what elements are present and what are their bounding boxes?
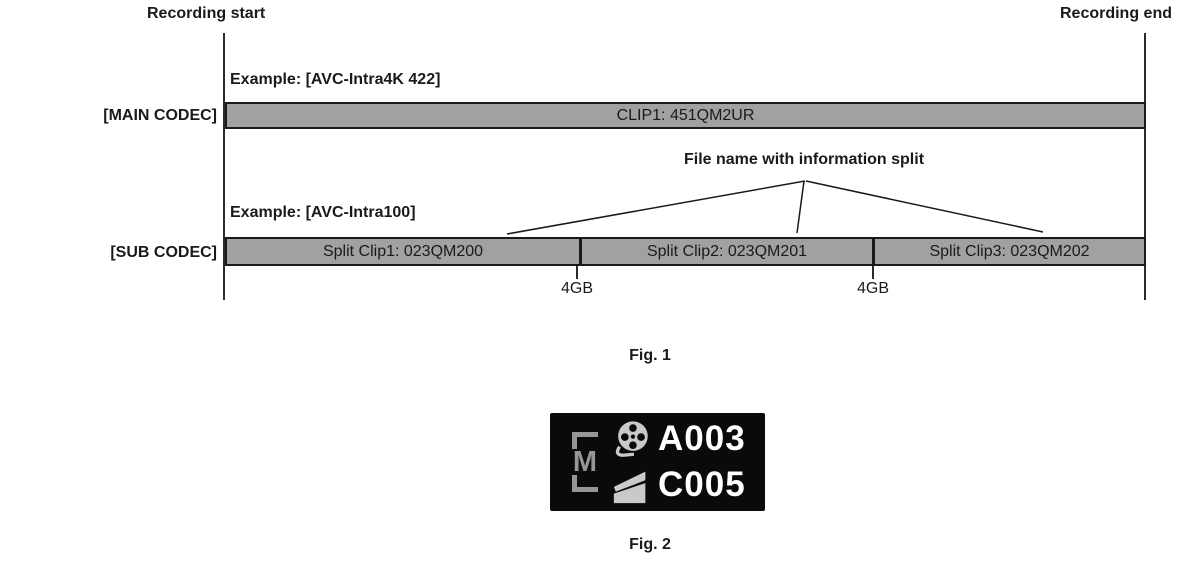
recording-start-line <box>223 33 225 300</box>
split-clip-cell: Split Clip2: 023QM201 <box>579 239 875 264</box>
size-label: 4GB <box>856 280 889 297</box>
split-clip-cell: Split Clip3: 023QM202 <box>929 242 1090 260</box>
clapper-number-row: C005 <box>611 464 746 506</box>
recording-end-label: Recording end <box>1059 5 1172 22</box>
callout-pointer-lines <box>506 180 1044 235</box>
main-codec-bar: CLIP1: 451QM2UR <box>225 102 1146 129</box>
main-codec-example-label: Example: [AVC-Intra4K 422] <box>230 71 441 88</box>
clapperboard-icon <box>613 471 646 504</box>
fig1-caption: Fig. 1 <box>629 347 671 364</box>
memory-slot-indicator: M <box>562 432 608 492</box>
recording-start-label: Recording start <box>147 5 266 22</box>
reel-clip-number: A003 <box>658 419 746 458</box>
bracket-top-icon <box>572 432 598 449</box>
sub-codec-bar: Split Clip1: 023QM200 Split Clip2: 023QM… <box>225 237 1146 266</box>
fig2-caption: Fig. 2 <box>629 536 671 553</box>
split-clip-cell: Split Clip1: 023QM200 <box>322 242 484 260</box>
film-reel-icon <box>615 421 648 457</box>
clapper-clip-number: C005 <box>658 465 746 504</box>
recording-end-line <box>1144 33 1146 300</box>
camera-display: M A003 <box>550 413 765 511</box>
split-callout-label: File name with information split <box>684 151 925 168</box>
bracket-bottom-icon <box>572 475 598 492</box>
main-clip-name: CLIP1: 451QM2UR <box>616 106 755 124</box>
main-codec-row-label: [MAIN CODEC] <box>103 107 217 124</box>
reel-number-row: A003 <box>611 418 746 460</box>
sub-codec-row-label: [SUB CODEC] <box>110 244 217 261</box>
split-tick <box>576 266 578 279</box>
slot-letter: M <box>572 446 598 478</box>
split-tick <box>872 266 874 279</box>
sub-codec-example-label: Example: [AVC-Intra100] <box>230 204 416 221</box>
size-label: 4GB <box>560 280 593 297</box>
